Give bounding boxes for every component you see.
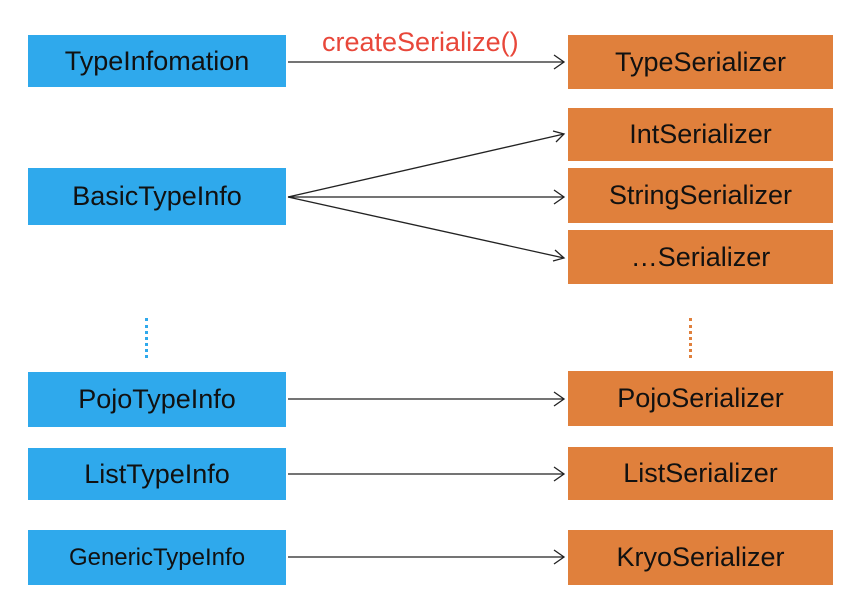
serializer-label: ListSerializer xyxy=(623,458,778,488)
serializer-box-typeserializer: TypeSerializer xyxy=(568,35,833,89)
typeinfo-box-listtypeinfo: ListTypeInfo xyxy=(28,448,286,500)
arrow-typeinfo-to-typeserializer xyxy=(288,54,566,70)
typeinfo-label: BasicTypeInfo xyxy=(72,181,242,211)
typeinfo-label: GenericTypeInfo xyxy=(68,543,246,571)
serializer-label: …Serializer xyxy=(630,241,771,272)
serializer-continuation-dots xyxy=(689,318,692,358)
create-serialize-label: createSerialize() xyxy=(322,27,519,57)
serializer-label: IntSerializer xyxy=(629,119,772,149)
typeinfo-label: PojoTypeInfo xyxy=(78,384,236,414)
arrow-list xyxy=(288,466,566,482)
arrow-basic-to-ellipsis xyxy=(287,196,566,262)
arrow-basic-to-string xyxy=(288,189,566,205)
typeinfo-continuation-dots xyxy=(145,318,148,358)
serializer-box-ellipsis-serializer: …Serializer xyxy=(568,230,833,284)
serializer-box-stringserializer: StringSerializer xyxy=(568,168,833,223)
arrow-pojo xyxy=(288,391,566,407)
serializer-label: KryoSerializer xyxy=(616,542,785,572)
serializer-box-pojoserializer: PojoSerializer xyxy=(568,371,833,426)
typeinfo-box-pojotypeinfo: PojoTypeInfo xyxy=(28,372,286,427)
serializer-label: StringSerializer xyxy=(608,180,793,210)
serializer-label: TypeSerializer xyxy=(614,46,787,77)
arrow-generic xyxy=(288,549,566,565)
serializer-box-kryoserializer: KryoSerializer xyxy=(568,530,833,585)
typeinfo-box-basictypeinfo: BasicTypeInfo xyxy=(28,168,286,225)
serializer-label: PojoSerializer xyxy=(617,383,784,413)
arrow-basic-to-int xyxy=(287,130,566,198)
typeinfo-box-typeinfomation: TypeInfomation xyxy=(28,35,286,87)
typeinfo-label: ListTypeInfo xyxy=(84,458,230,489)
typeinfo-box-generictypeinfo: GenericTypeInfo xyxy=(28,530,286,585)
typeinfo-label: TypeInfomation xyxy=(64,45,250,76)
serializer-box-listserializer: ListSerializer xyxy=(568,447,833,500)
serializer-box-intserializer: IntSerializer xyxy=(568,108,833,161)
